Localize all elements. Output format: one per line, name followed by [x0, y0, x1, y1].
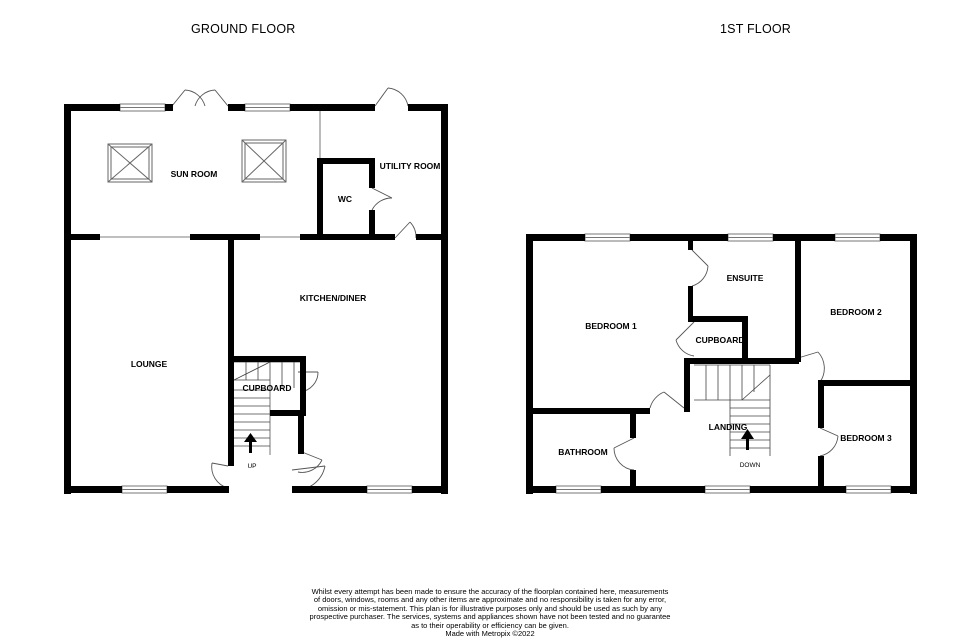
ground-doors: [171, 87, 417, 491]
disclaimer-line: prospective purchaser. The services, sys…: [309, 612, 671, 622]
disclaimer-line: of doors, windows, rooms and any other i…: [313, 595, 667, 605]
disclaimer-line: Whilst every attempt has been made to en…: [311, 587, 669, 596]
stairs-arrow-down: [741, 429, 754, 450]
label-bedroom-2: BEDROOM 2: [830, 307, 882, 317]
first-walls: [526, 234, 917, 494]
ground-stairs: [233, 361, 300, 447]
ground-floor-plan: [64, 87, 448, 494]
room-labels: SUN ROOM UTILITY ROOM WC KITCHEN/DINER L…: [131, 161, 892, 470]
label-up: UP: [247, 463, 256, 470]
label-utility-room: UTILITY ROOM: [380, 161, 441, 171]
label-landing: LANDING: [709, 422, 748, 432]
label-bedroom-1: BEDROOM 1: [585, 321, 637, 331]
first-floor-title: 1ST FLOOR: [720, 22, 792, 36]
label-cupboard-ground: CUPBOARD: [242, 383, 291, 393]
made-with-credit: Made with Metropix ©2022: [445, 629, 535, 639]
label-sun-room: SUN ROOM: [171, 169, 218, 179]
ground-floor-title: GROUND FLOOR: [191, 22, 296, 36]
ground-thin-lines: [100, 110, 321, 455]
stairs-arrow-up: [244, 433, 257, 453]
rooflights: [107, 139, 287, 183]
disclaimer-line: omission or mis-statement. This plan is …: [317, 603, 663, 613]
label-bedroom-3: BEDROOM 3: [840, 433, 892, 443]
disclaimer: Whilst every attempt has been made to en…: [300, 587, 680, 639]
disclaimer-line: as to their operability or efficiency ca…: [411, 620, 569, 630]
first-doors: [613, 249, 839, 471]
label-ensuite: ENSUITE: [727, 273, 764, 283]
label-wc: WC: [338, 194, 352, 204]
first-floor-plan: [526, 233, 917, 494]
label-cupboard-first: CUPBOARD: [695, 335, 744, 345]
label-kitchen-diner: KITCHEN/DINER: [300, 293, 367, 303]
label-bathroom: BATHROOM: [558, 447, 607, 457]
label-lounge: LOUNGE: [131, 359, 168, 369]
first-stairs: [694, 364, 771, 456]
ground-walls: [64, 104, 448, 494]
label-down: DOWN: [740, 462, 761, 469]
